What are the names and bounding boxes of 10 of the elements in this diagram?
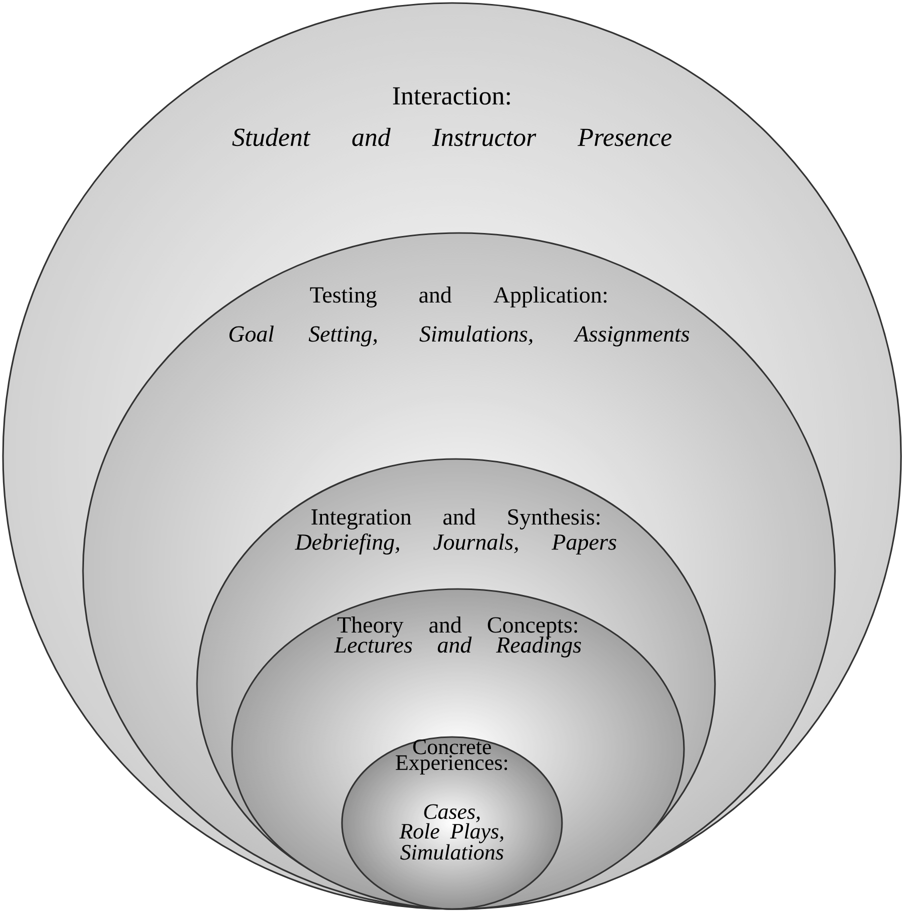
heading: Concrete Experiences: xyxy=(396,740,508,775)
heading: Testing and Application: xyxy=(310,286,606,308)
subheading: Debriefing, Journals, Papers xyxy=(294,533,616,555)
subheading: Student and Instructor Presence xyxy=(232,128,672,146)
subheading: Cases, Role Plays, Simulations xyxy=(399,804,504,860)
heading: Interaction: xyxy=(393,87,510,105)
heading: Integration and Synthesis: xyxy=(312,508,600,530)
subheading: Lectures and Readings xyxy=(334,636,581,658)
heading: Theory and Concepts: xyxy=(338,616,578,638)
subheading: Goal Setting, Simulations, Assignments xyxy=(229,326,690,346)
